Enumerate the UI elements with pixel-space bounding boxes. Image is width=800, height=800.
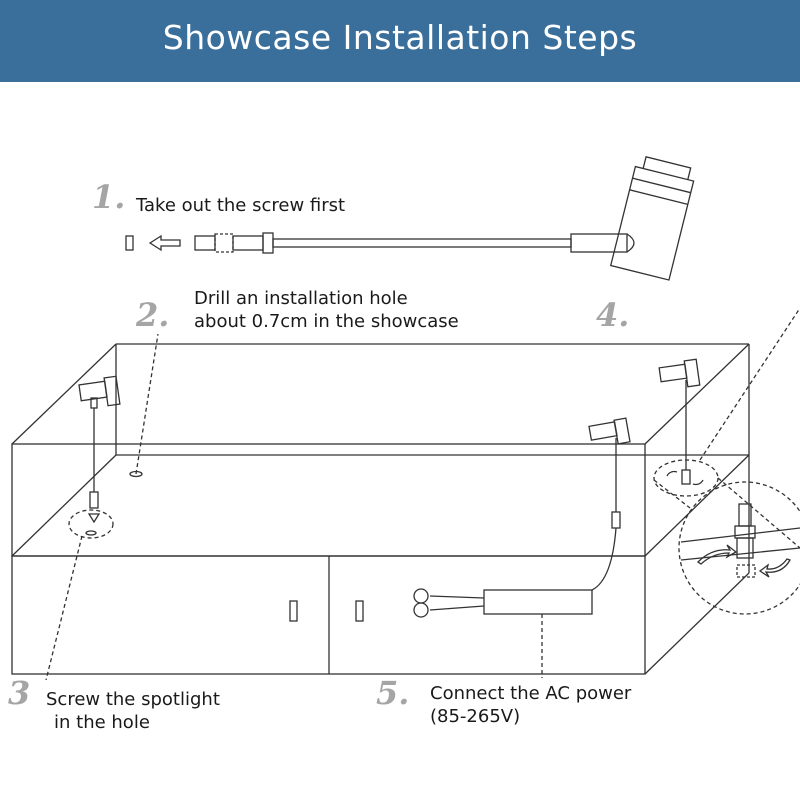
plug-terminal (413, 588, 429, 604)
step-text-2: Drill an installation hole about 0.7cm i… (194, 287, 459, 333)
step-number-1: 1. (92, 178, 126, 216)
screw-icon (125, 235, 134, 251)
plug-terminal (413, 602, 429, 618)
rotate-arrow-icon (758, 558, 791, 578)
step-number-3: 3 (8, 674, 31, 712)
door-handle (289, 600, 298, 622)
zoom-detail-circle (653, 307, 800, 615)
step-text-5-line2: (85-265V) (430, 706, 521, 727)
step-text-2-line1: Drill an installation hole (194, 288, 408, 309)
page-title: Showcase Installation Steps (162, 18, 638, 57)
rotate-arrow-icon (692, 479, 704, 486)
door-handle (355, 600, 364, 622)
showcase-cabinet (11, 343, 750, 675)
title-banner: Showcase Installation Steps (0, 0, 800, 82)
ac-power-driver (413, 588, 593, 678)
lamp-head-icon (609, 156, 695, 281)
spotlight-right (653, 358, 719, 497)
rotate-arrow-icon (696, 544, 738, 565)
step-text-3-line2: in the hole (54, 712, 150, 733)
spotlight-middle (588, 417, 631, 591)
step-text-3-line1: Screw the spotlight (46, 689, 220, 710)
step-text-5: Connect the AC power (85-265V) (430, 682, 631, 728)
step-text-2-line2: about 0.7cm in the showcase (194, 311, 459, 332)
step-text-1: Take out the screw first (136, 195, 346, 216)
step-text-3: Screw the spotlight in the hole (46, 688, 220, 734)
arrow-left-icon (148, 234, 181, 252)
step-text-5-line1: Connect the AC power (430, 683, 632, 704)
step-number-2: 2. (136, 296, 170, 334)
step-number-5: 5. (376, 674, 410, 712)
step1-spotlight-parts (125, 156, 695, 281)
spotlight-left (45, 375, 121, 681)
step-number-4: 4. (596, 296, 630, 334)
rotate-arrow-icon (666, 470, 678, 477)
